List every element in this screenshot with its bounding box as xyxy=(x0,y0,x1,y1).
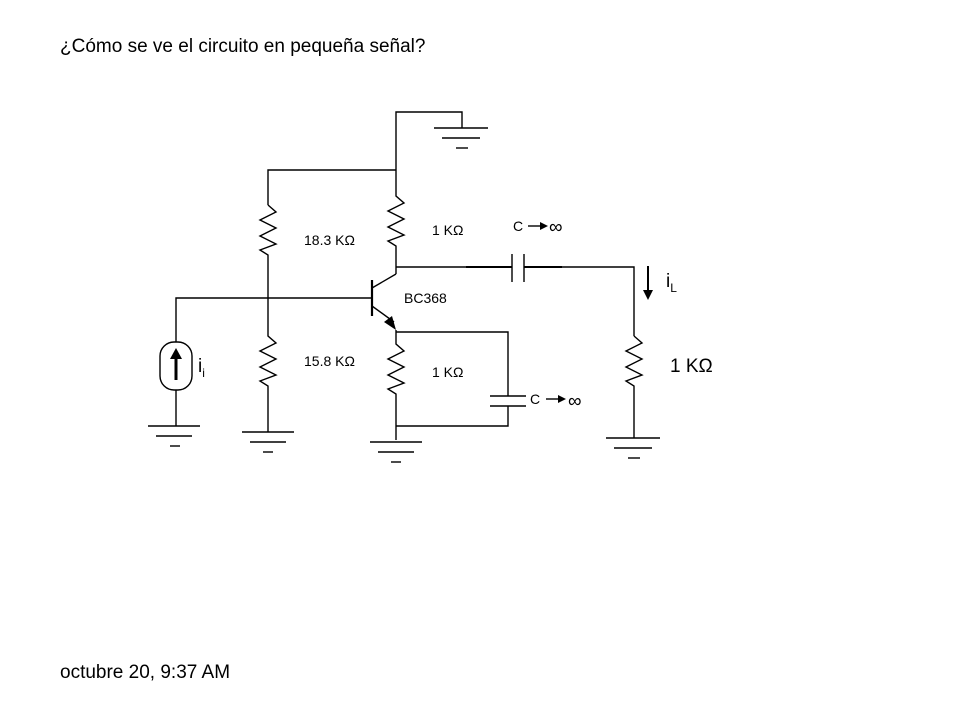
top-rail-wire xyxy=(267,169,396,205)
resistor-emitter xyxy=(386,330,406,440)
label-r-emitter: 1 KΩ xyxy=(432,364,463,380)
ground-symbol-source xyxy=(148,425,200,447)
label-cap-coupling: C xyxy=(513,218,523,234)
arrow-down-icon xyxy=(643,266,653,300)
label-r-load: 1 KΩ xyxy=(670,356,713,377)
label-transistor: BC368 xyxy=(404,290,447,306)
ground-symbol-bias xyxy=(242,431,294,453)
arrow-icon xyxy=(528,222,548,230)
coupling-capacitor xyxy=(466,254,562,282)
ground-symbol-emitter xyxy=(370,441,422,463)
label-r-collector: 1 KΩ xyxy=(432,222,463,238)
resistor-load xyxy=(624,335,644,438)
slide-footer-timestamp: octubre 20, 9:37 AM xyxy=(60,662,231,683)
resistor-collector xyxy=(386,188,406,274)
label-cap-coupling-infinity: ∞ xyxy=(549,217,563,238)
resistor-bias-bottom xyxy=(258,298,278,432)
base-wire xyxy=(175,297,372,342)
label-cap-bypass: C xyxy=(530,391,540,407)
label-cap-bypass-infinity: ∞ xyxy=(568,391,582,412)
bypass-return-wire xyxy=(396,406,509,427)
ground-symbol-load xyxy=(606,437,660,459)
label-load-current: iL xyxy=(666,271,677,295)
bjt-transistor xyxy=(370,273,397,330)
bypass-capacitor xyxy=(490,395,526,407)
load-wire xyxy=(562,266,635,336)
bypass-wire xyxy=(396,331,509,396)
vcc-ac-ground-symbol xyxy=(395,111,488,188)
slide-title: ¿Cómo se ve el circuito en pequeña señal… xyxy=(60,36,426,57)
current-source xyxy=(159,341,193,426)
label-source-current: ii xyxy=(198,356,205,380)
arrow-icon xyxy=(546,395,566,403)
resistor-bias-top xyxy=(258,204,278,298)
label-r-bias-top: 18.3 KΩ xyxy=(304,232,355,248)
label-r-bias-bottom: 15.8 KΩ xyxy=(304,353,355,369)
